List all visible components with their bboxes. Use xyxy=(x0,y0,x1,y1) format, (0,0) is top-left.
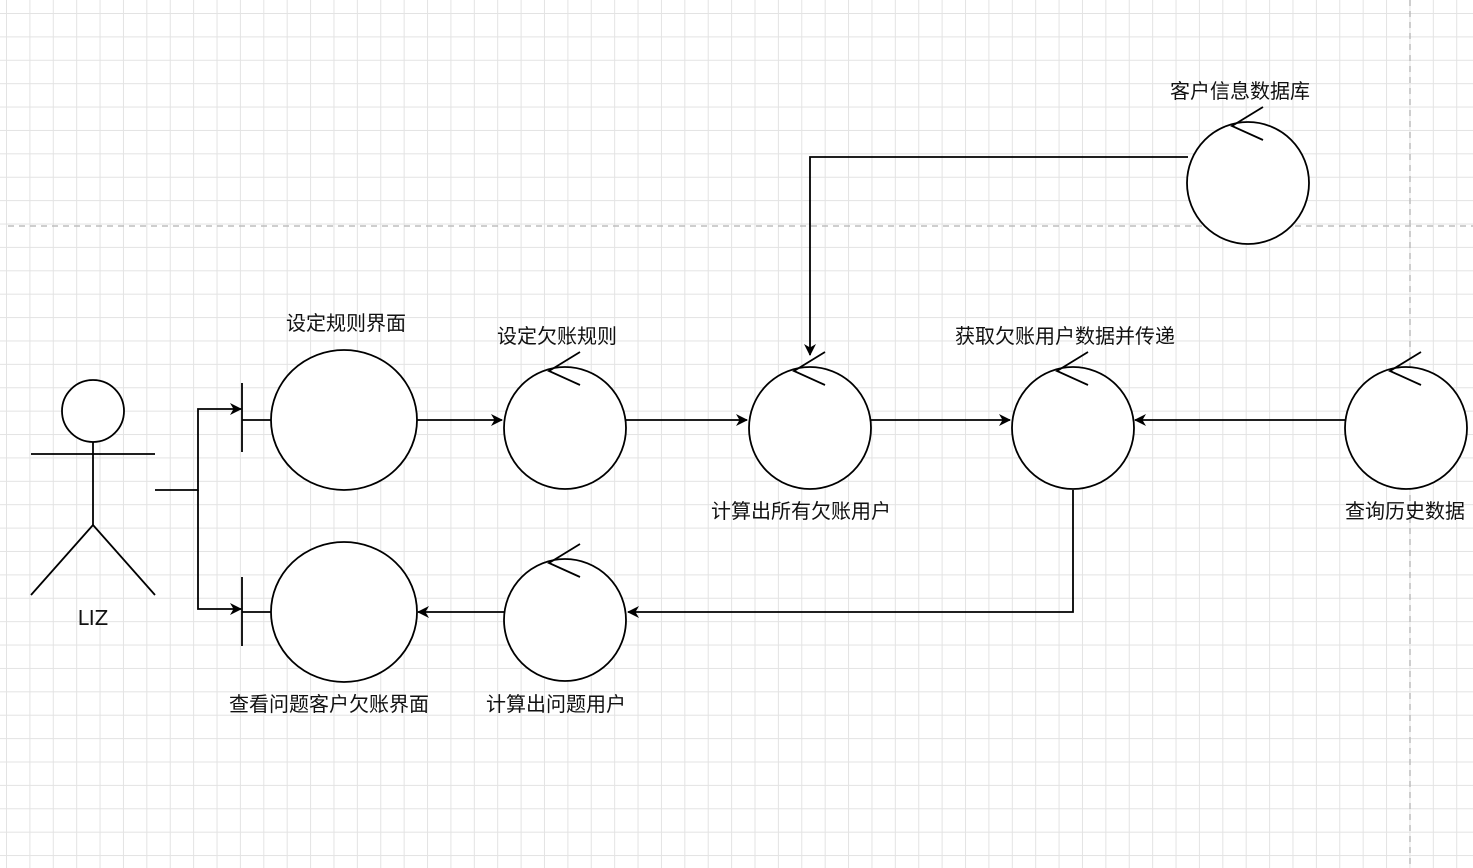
edge-fetch-to-calc-problem[interactable] xyxy=(627,490,1074,618)
control-calc-problem[interactable]: 计算出问题用户 xyxy=(486,543,627,716)
control-arrowhead xyxy=(1055,351,1089,386)
control-arrowhead xyxy=(547,351,581,386)
edge-actor-to-problem-ui[interactable] xyxy=(197,490,242,615)
boundary-label: 查看问题客户欠账界面 xyxy=(229,692,429,716)
control-arrowhead xyxy=(547,543,581,578)
entity-customer-db[interactable]: 客户信息数据库 xyxy=(1170,79,1310,245)
control-label: 计算出问题用户 xyxy=(486,692,626,716)
control-circle xyxy=(503,558,627,682)
control-circle xyxy=(1011,366,1135,490)
control-arrowhead xyxy=(792,351,826,386)
control-label: 设定欠账规则 xyxy=(497,324,617,348)
actor-right-leg xyxy=(92,524,156,596)
control-fetch[interactable]: 获取欠账用户数据并传递 xyxy=(955,324,1175,490)
boundary-rule-ui[interactable]: 设定规则界面 xyxy=(241,311,418,491)
control-set-rule[interactable]: 设定欠账规则 xyxy=(497,324,627,490)
actor-label: LIZ xyxy=(78,606,109,630)
control-circle xyxy=(748,366,872,490)
edge-actor-to-rule-ui[interactable] xyxy=(155,403,242,491)
actor-left-leg xyxy=(30,524,94,596)
control-circle xyxy=(1344,366,1468,490)
boundary-label: 设定规则界面 xyxy=(286,311,406,335)
edge-customer-db-to-calc-all[interactable] xyxy=(804,156,1188,356)
boundary-circle xyxy=(270,541,418,683)
control-arrowhead xyxy=(1388,351,1422,386)
control-circle xyxy=(503,366,627,490)
entity-label: 客户信息数据库 xyxy=(1170,79,1310,103)
entity-arrowhead xyxy=(1230,106,1264,141)
control-calc-all[interactable]: 计算出所有欠账用户 xyxy=(711,351,891,523)
actor-liz[interactable]: LIZ xyxy=(30,379,156,630)
boundary-problem-ui[interactable]: 查看问题客户欠账界面 xyxy=(229,541,429,716)
control-label: 计算出所有欠账用户 xyxy=(711,499,891,523)
actor-head xyxy=(61,379,125,443)
entity-circle xyxy=(1186,121,1310,245)
control-label: 获取欠账用户数据并传递 xyxy=(955,324,1175,348)
control-label: 查询历史数据 xyxy=(1345,499,1465,523)
boundary-circle xyxy=(270,349,418,491)
control-history[interactable]: 查询历史数据 xyxy=(1344,351,1468,523)
